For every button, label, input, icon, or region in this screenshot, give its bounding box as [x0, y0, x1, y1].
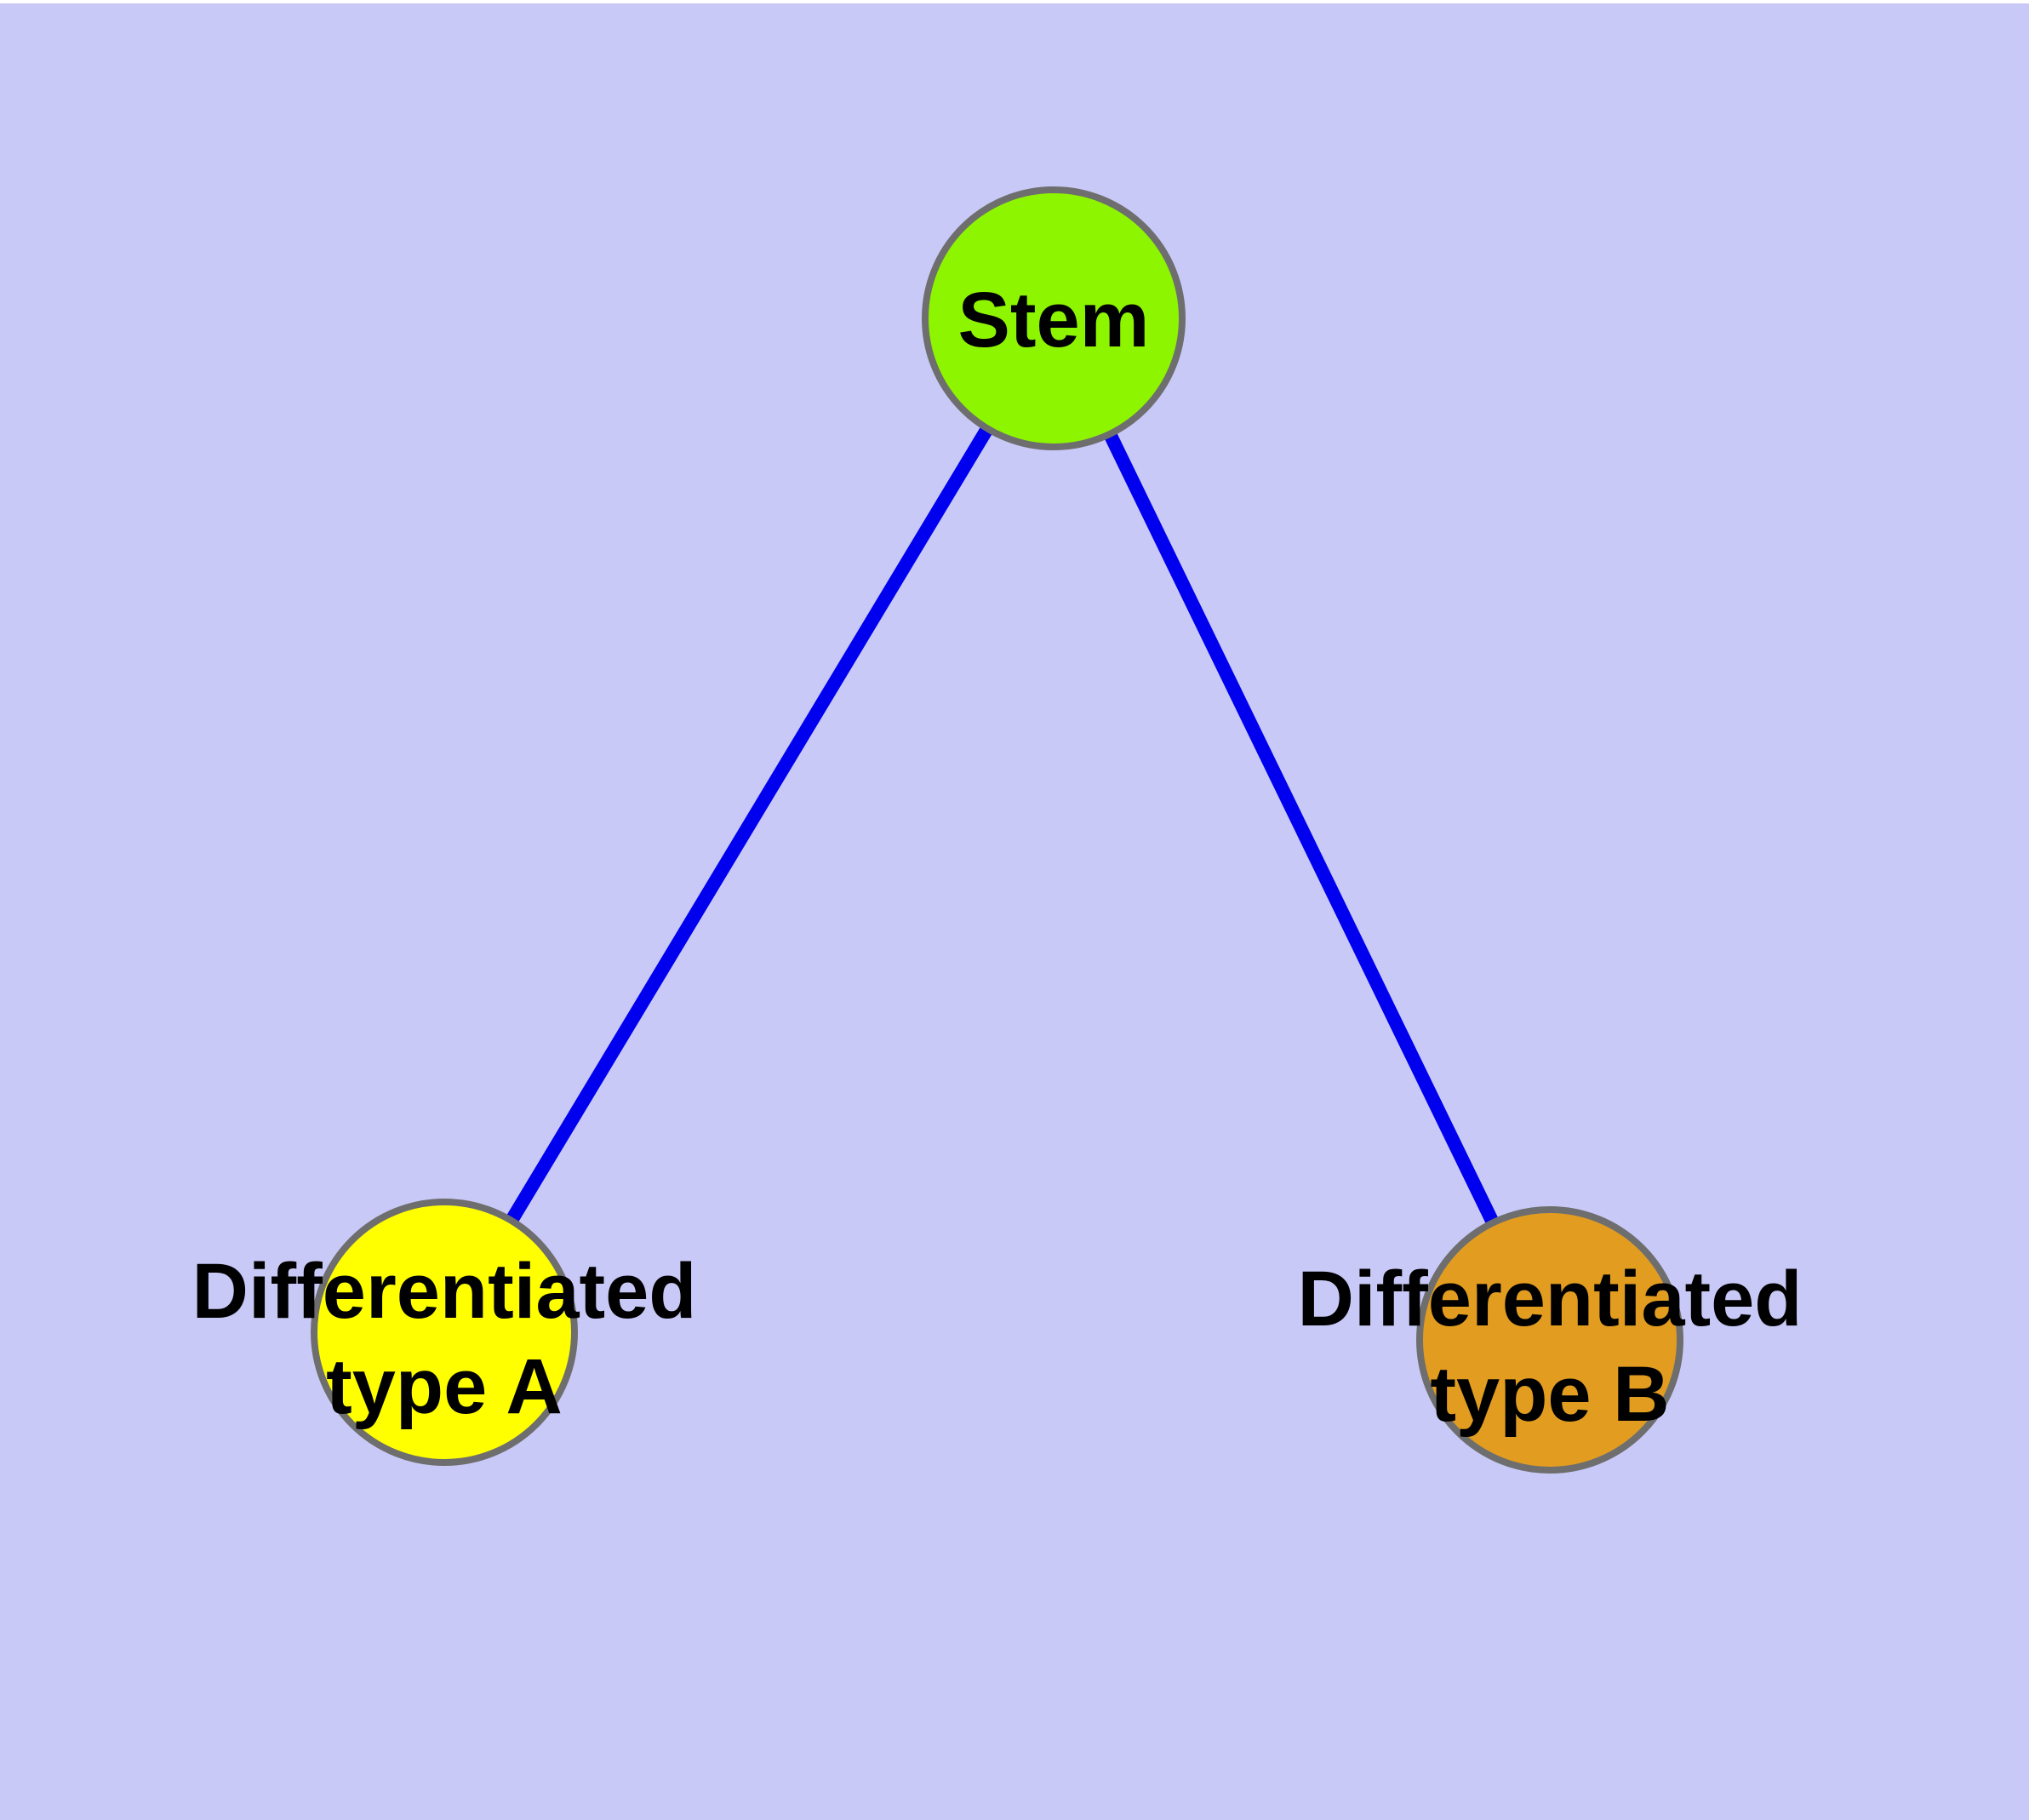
node-type-b-label-line2: type B	[1430, 1351, 1669, 1438]
node-type-a-label-line1: Differentiated	[192, 1248, 697, 1335]
node-type-a-label-line2: type A	[326, 1343, 563, 1430]
edge-stem-to-type-a	[438, 314, 1060, 1336]
node-type-b-label-line1: Differentiated	[1298, 1256, 1803, 1342]
node-differentiated-type-b	[1416, 1206, 1683, 1474]
node-stem	[922, 186, 1186, 450]
node-differentiated-type-a	[311, 1199, 578, 1466]
label-group: Stem Differentiated type A Differentiate…	[192, 277, 1803, 1438]
edge-group	[438, 314, 1557, 1343]
node-group	[311, 186, 1683, 1474]
node-stem-label: Stem	[958, 277, 1150, 363]
edge-stem-to-type-b	[1047, 315, 1557, 1343]
